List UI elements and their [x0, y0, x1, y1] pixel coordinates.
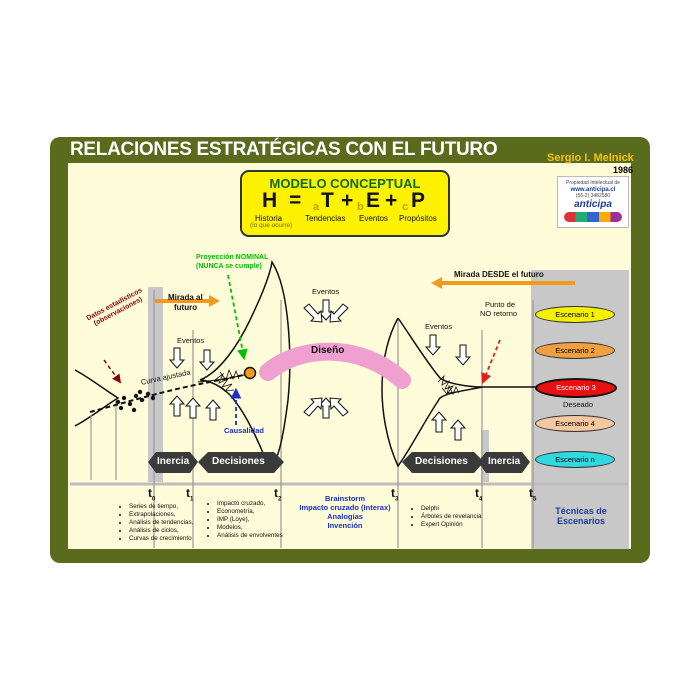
method-item: Análisis de envolventes: [217, 532, 283, 540]
label-nunca-se-cumple: (NUNCA se cumple): [196, 263, 262, 270]
eq-plus-2: +: [385, 189, 398, 212]
eq-a: a: [313, 201, 320, 213]
logo-graphic: [564, 212, 622, 222]
anticipa-logo: Propiedad Intelectual de www.anticipa.cl…: [557, 176, 629, 228]
method-item: Invención: [327, 521, 363, 530]
label-decisiones-left: Decisiones: [212, 456, 265, 467]
scenario-2: Escenario 2: [535, 342, 615, 359]
logo-phone: (56-2) 3482580: [575, 193, 611, 199]
logo-brand: anticipa: [574, 199, 612, 210]
event-arrows: [168, 299, 472, 441]
scenario-3: Escenario 3: [535, 378, 617, 398]
logo-line1: Propiedad Intelectual de: [566, 180, 620, 186]
method-item: Modelos,: [217, 524, 283, 532]
time-t3: t3: [391, 486, 399, 503]
eq-h: H: [262, 189, 278, 212]
future-cone-right: [381, 317, 483, 468]
tecnicas-escenarios-label: Técnicas de Escenarios: [536, 506, 626, 526]
arrow-no-retorno: [481, 339, 501, 385]
time-t0: t0: [148, 486, 156, 503]
eq-b: b: [357, 201, 364, 213]
eq-t: T: [321, 189, 334, 212]
label-causalidad: Causalidad: [224, 426, 265, 435]
eq-equals: =: [289, 189, 302, 212]
label-historia-sub: (lo que ocurre): [250, 222, 293, 229]
data-points: [115, 389, 156, 413]
event-arrows-diagonal: [303, 303, 349, 417]
phase-bars: [148, 452, 530, 473]
label-decisiones-right: Decisiones: [415, 456, 468, 467]
time-t2: t2: [274, 486, 282, 503]
method-item: Analogías: [327, 512, 363, 521]
label-inercia-right: Inercia: [488, 456, 521, 467]
scenario-4: Escenario 4: [535, 415, 615, 432]
label-eventos: Eventos: [359, 214, 388, 223]
methods-list-4: Delphi Árboles de revelancia Expert Opin…: [412, 505, 482, 529]
method-item: Árboles de revelancia: [421, 513, 482, 521]
eq-plus-1: +: [341, 189, 354, 212]
label-inercia-left: Inercia: [157, 456, 190, 467]
eq-p: P: [411, 189, 426, 212]
label-mirada-al: Mirada al: [168, 293, 203, 302]
method-item: Curvas de crecimiento: [129, 535, 193, 543]
time-t4: t4: [475, 486, 483, 503]
method-item: Impacto cruzado (Interax): [299, 503, 391, 512]
inertia-column-left: [148, 287, 163, 482]
tecnicas-line1: Técnicas de: [555, 506, 607, 516]
method-item: Análisis de ciclos,: [129, 527, 193, 535]
nominal-point: [243, 366, 257, 380]
label-propositos: Propósitos: [399, 214, 437, 223]
diagram-title: RELACIONES ESTRATÉGICAS CON EL FUTURO: [70, 139, 498, 160]
methods-list-1: Series de tiempo, Extrapolaciones, Análi…: [120, 503, 193, 543]
label-eventos-right: Eventos: [425, 322, 453, 331]
method-item: IMP (Loye),: [217, 516, 283, 524]
label-eventos-left: Eventos: [177, 336, 205, 345]
method-item: Brainstorm: [324, 494, 365, 503]
scenario-1: Escenario 1: [535, 306, 615, 323]
methods-list-3: Brainstorm Impacto cruzado (Interax) Ana…: [290, 494, 400, 530]
model-title: MODELO CONCEPTUAL: [269, 176, 421, 191]
label-deseado: Deseado: [563, 400, 594, 409]
label-futuro: futuro: [174, 303, 198, 312]
methods-list-2: Impacto cruzado, Econometría, IMP (Loye)…: [208, 500, 283, 540]
year-label: 1986: [613, 165, 634, 175]
label-punto-de: Punto de: [485, 300, 516, 309]
design-band: [259, 342, 411, 389]
past-funnel: [74, 369, 120, 427]
eq-e: E: [366, 189, 381, 212]
method-item: Impacto cruzado,: [217, 500, 283, 508]
method-item: Series de tiempo,: [129, 503, 193, 511]
method-item: Econometría,: [217, 508, 283, 516]
label-eventos-center: Eventos: [312, 287, 340, 296]
author-name: Sergio I. Melnick: [547, 152, 634, 164]
uncertainty-knot-right: [437, 374, 460, 395]
method-item: Análisis de tendencias,: [129, 519, 193, 527]
label-proyeccion-nominal: Proyección NOMINAL: [196, 254, 269, 261]
arrow-proyeccion: [227, 274, 248, 361]
time-lines: [153, 290, 534, 548]
time-t5: t5: [529, 486, 537, 503]
method-item: Extrapolaciones,: [129, 511, 193, 519]
label-tendencias: Tendencias: [305, 214, 346, 223]
scenario-n: Escenario n: [535, 451, 615, 468]
logo-url: www.anticipa.cl: [570, 187, 616, 193]
time-t1: t1: [186, 486, 194, 503]
tecnicas-line2: Escenarios: [556, 516, 606, 526]
arrow-datos: [103, 359, 122, 384]
fitted-curve: [89, 373, 249, 413]
label-mirada-desde-futuro: Mirada DESDE el futuro: [454, 270, 544, 279]
eq-c: c: [402, 201, 409, 213]
method-item: Delphi: [421, 505, 482, 513]
label-no-retorno: NO retorno: [480, 309, 518, 318]
label-historia: Historia: [255, 214, 283, 223]
label-diseno: Diseño: [311, 345, 345, 356]
method-item: Expert Opinión: [421, 521, 482, 529]
conceptual-model-box: MODELO CONCEPTUAL H = a T + b E + c P Hi…: [240, 170, 450, 237]
